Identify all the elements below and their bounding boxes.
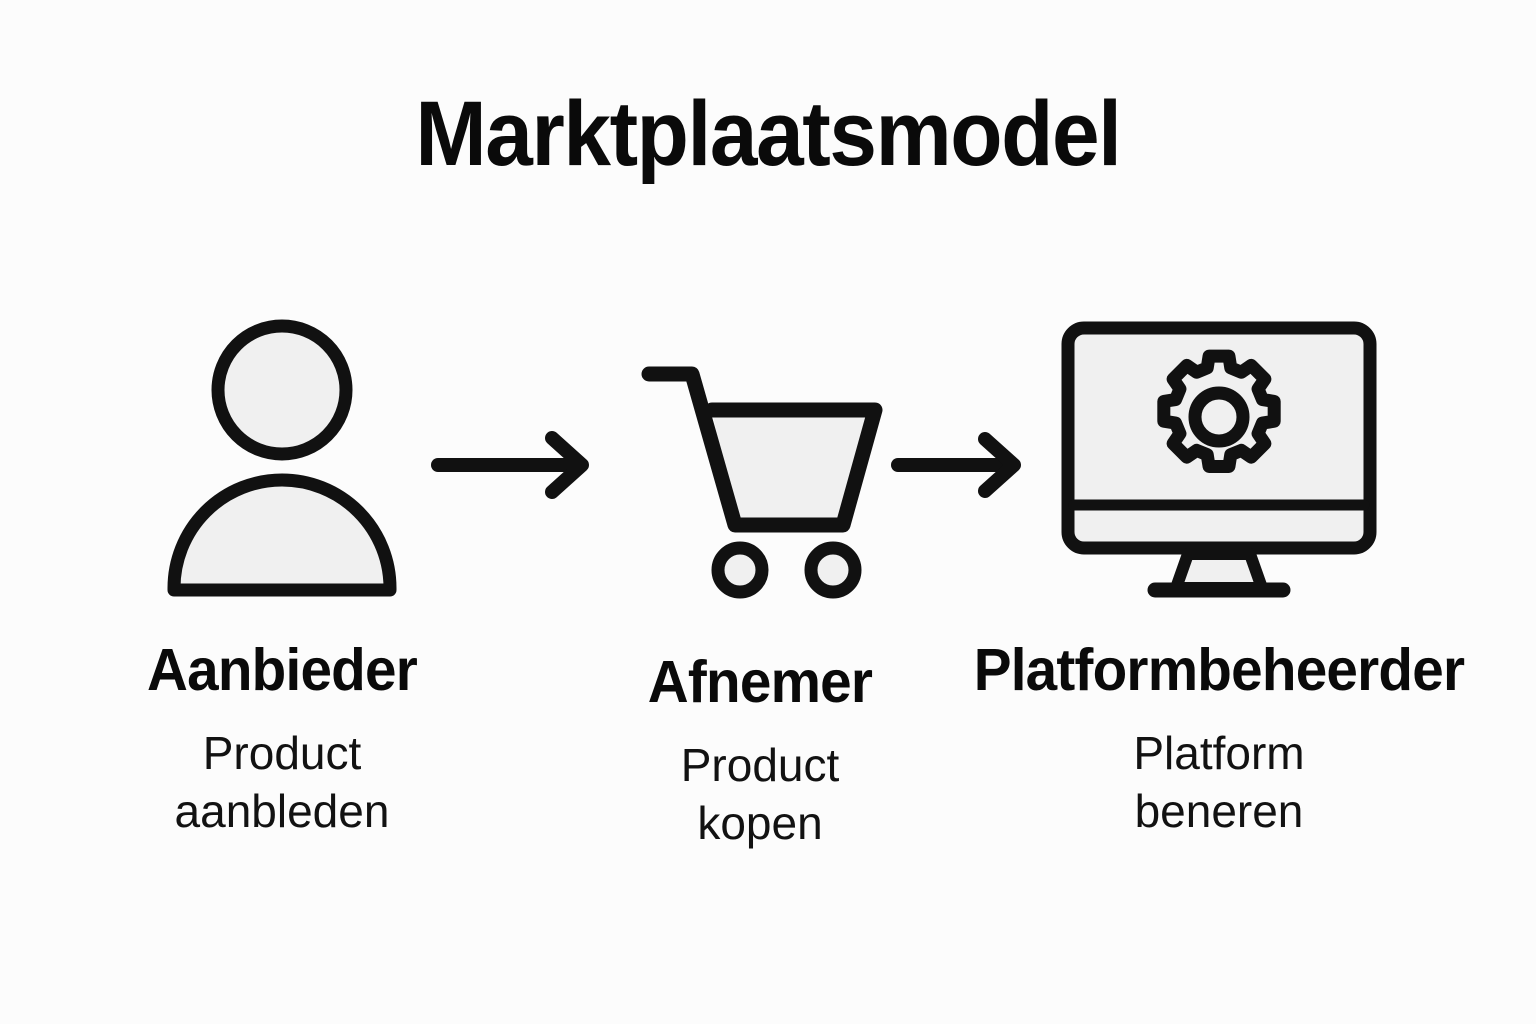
arrow-right-icon: [891, 432, 1021, 498]
monitor-gear-icon: [1061, 321, 1377, 598]
node-aanbieder: Aanbieder Product aanbleden: [62, 300, 502, 841]
node-aanbieder-label: Aanbieder: [146, 637, 418, 703]
node-afnemer-label: Afnemer: [647, 649, 873, 715]
person-icon: [167, 319, 397, 597]
node-platformbeheerder: Platformbeheerder Platform beneren: [952, 300, 1486, 841]
shopping-cart-icon: [641, 366, 883, 599]
node-afnemer-description: Product kopen: [680, 738, 840, 849]
connector-arrow-2: [890, 430, 1030, 500]
node-afnemer: Afnemer Product kopen: [590, 300, 930, 853]
node-aanbieder-icon-slot: [62, 300, 502, 600]
node-platformbeheerder-label: Platformbeheerder: [973, 637, 1465, 703]
connector-arrow-1: [430, 430, 600, 500]
node-afnemer-icon-slot: [590, 300, 930, 612]
arrow-right-icon: [431, 431, 589, 499]
node-platformbeheerder-description: Platform beneren: [1133, 726, 1305, 837]
node-platformbeheerder-icon-slot: [952, 300, 1486, 600]
node-aanbieder-description: Product aanbleden: [174, 726, 390, 837]
page-title: Marktplaatsmodel: [415, 83, 1122, 185]
